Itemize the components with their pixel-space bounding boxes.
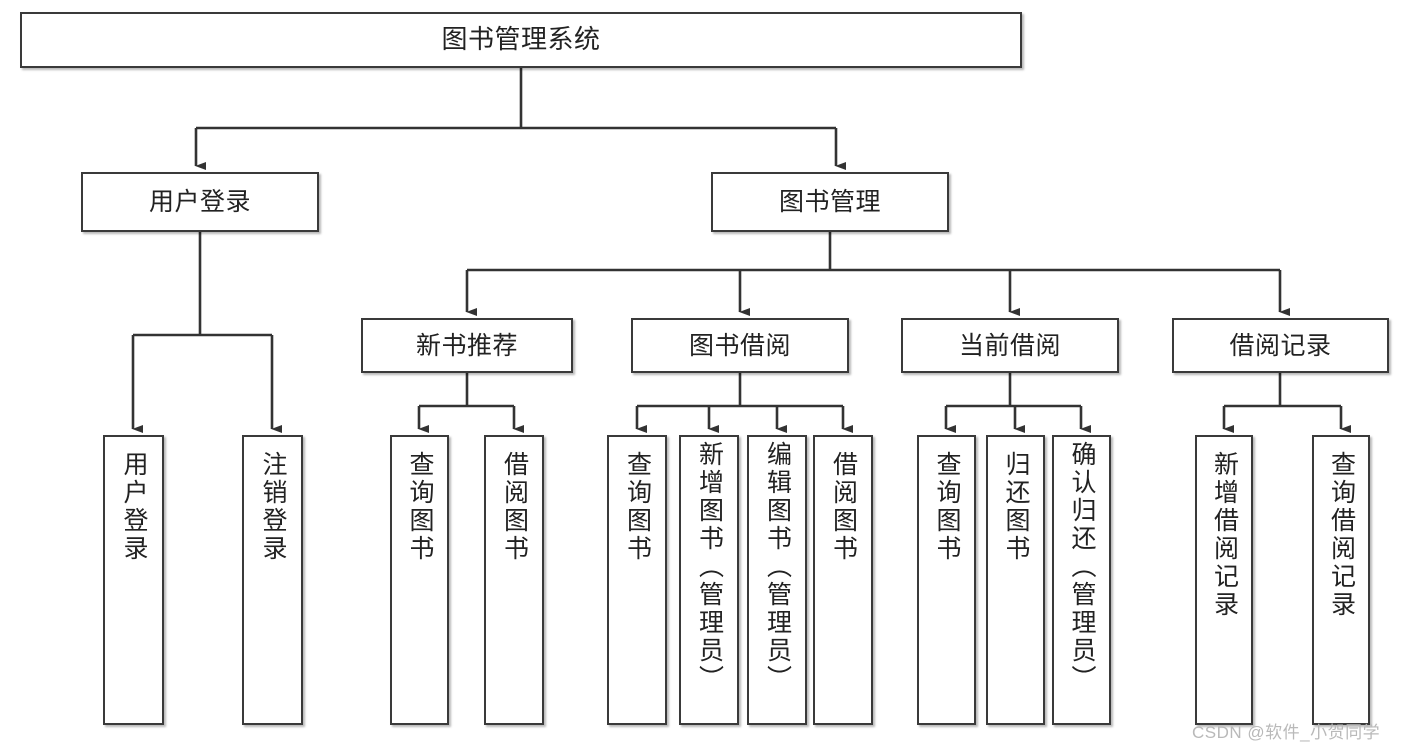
- node-leaf-query-book-1-label: 查询图书: [406, 451, 434, 563]
- node-leaf-edit-book-admin-label: 编辑图书（管理员）: [763, 441, 792, 693]
- node-current-borrow-label: 当前借阅: [958, 331, 1061, 360]
- node-leaf-user-login-label: 用户登录: [120, 451, 148, 563]
- node-leaf-borrow-book-1[interactable]: 借阅图书: [484, 435, 544, 725]
- node-borrow-record-label: 借阅记录: [1229, 331, 1332, 360]
- node-leaf-query-book-1[interactable]: 查询图书: [390, 435, 449, 725]
- node-leaf-borrow-book-2[interactable]: 借阅图书: [813, 435, 873, 725]
- node-leaf-add-book-admin[interactable]: 新增图书（管理员）: [679, 435, 739, 725]
- node-leaf-add-borrow-record-label: 新增借阅记录: [1210, 451, 1239, 619]
- node-book-borrow[interactable]: 图书借阅: [631, 318, 849, 373]
- node-book-manage-label: 图书管理: [778, 188, 881, 216]
- node-leaf-query-borrow-record[interactable]: 查询借阅记录: [1312, 435, 1370, 725]
- watermark: CSDN @软件_小贺同学: [1192, 723, 1381, 742]
- node-leaf-confirm-return-admin-label: 确认归还（管理员）: [1068, 441, 1096, 693]
- node-user-login[interactable]: 用户登录: [81, 172, 319, 232]
- node-leaf-return-book[interactable]: 归还图书: [986, 435, 1045, 725]
- node-leaf-query-book-3[interactable]: 查询图书: [917, 435, 976, 725]
- node-borrow-record[interactable]: 借阅记录: [1172, 318, 1389, 373]
- node-leaf-logout-label: 注销登录: [259, 451, 287, 563]
- node-new-book-recommend-label: 新书推荐: [415, 331, 518, 360]
- node-book-borrow-label: 图书借阅: [688, 331, 791, 360]
- node-user-login-label: 用户登录: [148, 188, 251, 216]
- node-leaf-confirm-return-admin[interactable]: 确认归还（管理员）: [1052, 435, 1111, 725]
- node-book-manage[interactable]: 图书管理: [711, 172, 949, 232]
- node-leaf-query-book-2-label: 查询图书: [623, 451, 652, 563]
- node-root-label: 图书管理系统: [441, 24, 601, 55]
- node-leaf-add-book-admin-label: 新增图书（管理员）: [695, 441, 724, 693]
- node-leaf-logout[interactable]: 注销登录: [242, 435, 303, 725]
- node-leaf-query-book-3-label: 查询图书: [933, 451, 961, 563]
- node-leaf-return-book-label: 归还图书: [1002, 451, 1030, 563]
- node-leaf-user-login[interactable]: 用户登录: [103, 435, 164, 725]
- node-leaf-edit-book-admin[interactable]: 编辑图书（管理员）: [747, 435, 807, 725]
- node-current-borrow[interactable]: 当前借阅: [901, 318, 1119, 373]
- node-leaf-borrow-book-2-label: 借阅图书: [829, 451, 858, 563]
- node-new-book-recommend[interactable]: 新书推荐: [361, 318, 573, 373]
- node-leaf-query-book-2[interactable]: 查询图书: [607, 435, 667, 725]
- node-leaf-borrow-book-1-label: 借阅图书: [500, 451, 529, 563]
- node-root[interactable]: 图书管理系统: [20, 12, 1022, 68]
- node-leaf-query-borrow-record-label: 查询借阅记录: [1327, 451, 1356, 619]
- node-leaf-add-borrow-record[interactable]: 新增借阅记录: [1195, 435, 1253, 725]
